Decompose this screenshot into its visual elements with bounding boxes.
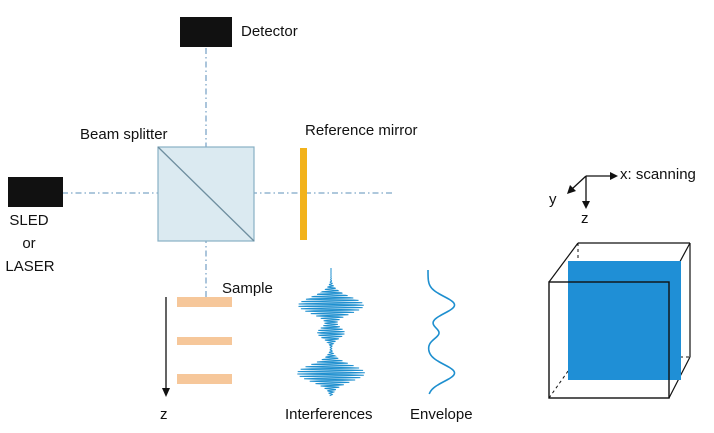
source-label-line3: LASER: [5, 258, 55, 275]
sample-layers: [177, 297, 232, 384]
coordinate-axes: [567, 172, 618, 209]
sample-layer-bottom: [177, 374, 232, 384]
envelope-signal: [427, 270, 456, 395]
beam-splitter-label: Beam splitter: [80, 126, 168, 143]
reference-mirror-label: Reference mirror: [305, 122, 418, 139]
source-label-line2: or: [22, 235, 36, 252]
interferences-label: Interferences: [285, 406, 373, 423]
sample-layer-top: [177, 297, 232, 307]
source-block: [8, 177, 63, 207]
depth-axis-arrow: [162, 297, 170, 397]
y-axis-label: y: [549, 191, 557, 208]
y-axis-arrow: [571, 175, 587, 190]
beam-splitter: [157, 146, 255, 242]
envelope-label: Envelope: [410, 406, 473, 423]
x-axis-label: x: scanning: [620, 166, 696, 183]
detector-label: Detector: [241, 23, 298, 40]
z-axis-label: z: [581, 210, 589, 227]
reference-mirror: [300, 148, 307, 240]
scanned-volume: [548, 242, 691, 399]
volume-data-slice: [568, 261, 681, 380]
detector-block: [180, 17, 232, 47]
source-label-line1: SLED: [9, 212, 49, 229]
interference-signal: [297, 268, 365, 397]
sample-label: Sample: [222, 280, 273, 297]
sample-layer-middle: [177, 337, 232, 345]
depth-axis-label: z: [160, 406, 168, 423]
